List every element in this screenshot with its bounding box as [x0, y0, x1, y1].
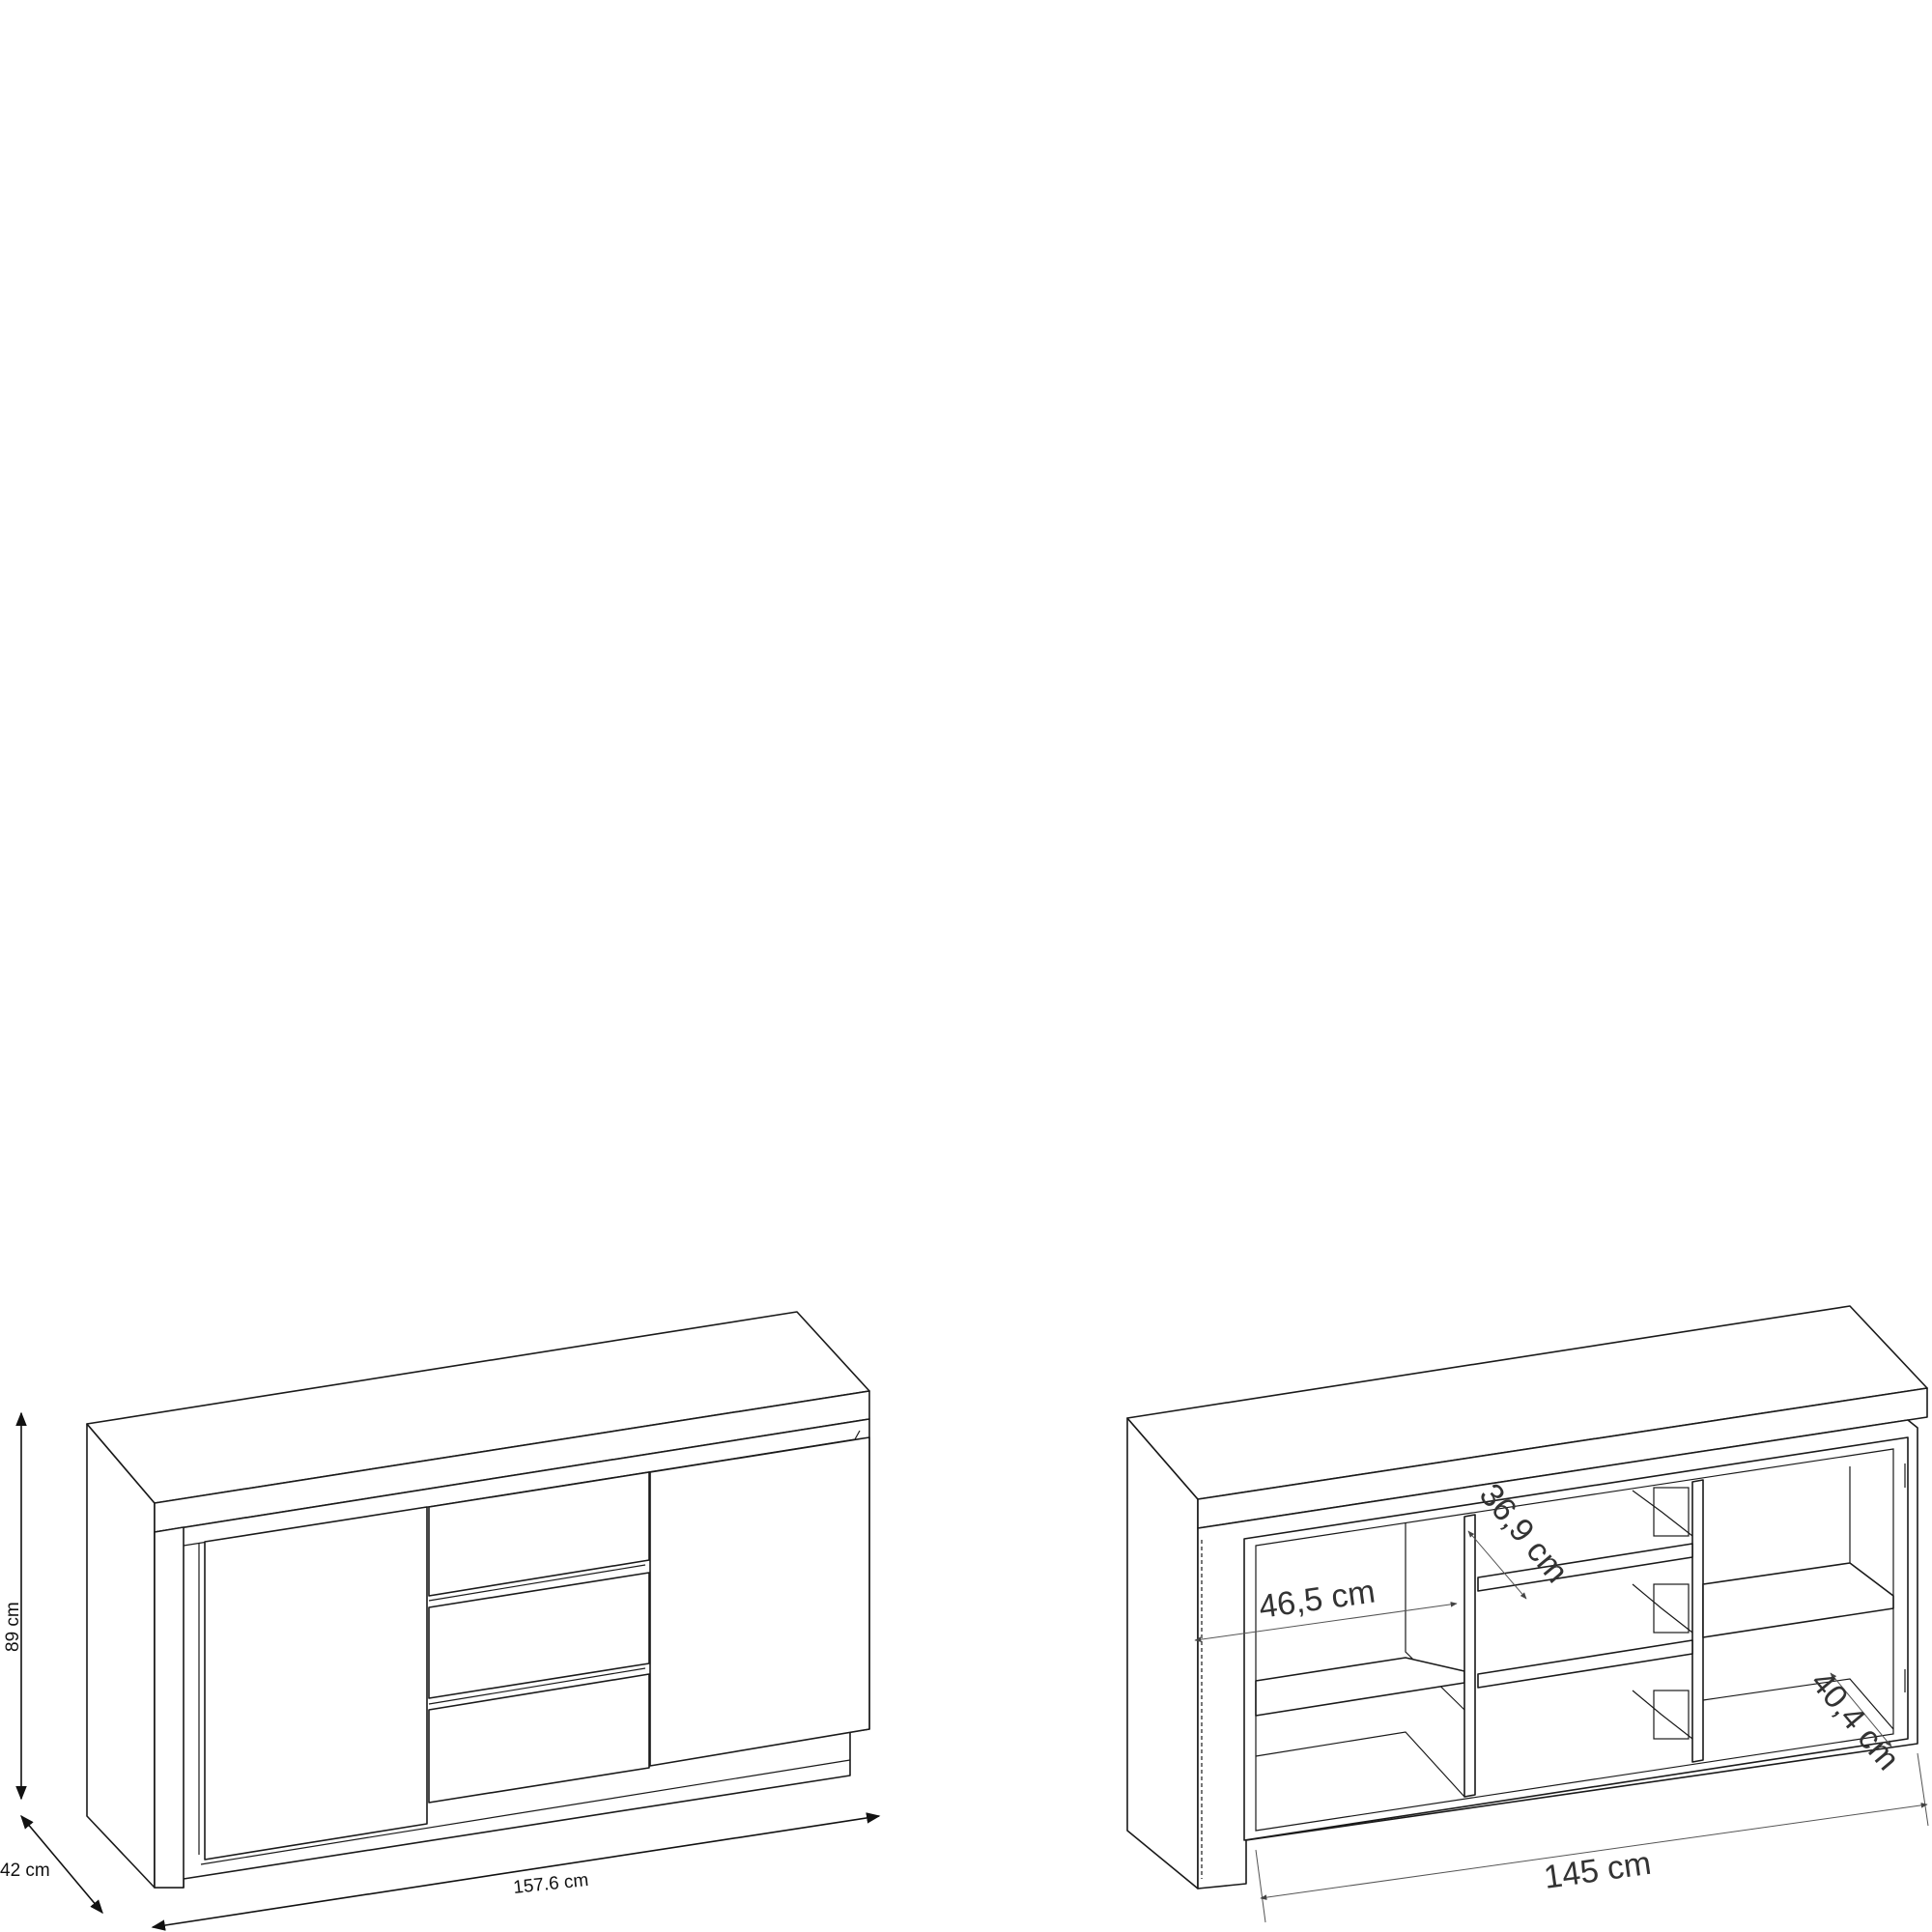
left-side-panel	[86, 1423, 156, 1889]
extension-line	[1255, 1849, 1266, 1923]
drawer-depth-arrow	[1467, 1530, 1527, 1600]
compartment-width-arrow	[1194, 1602, 1458, 1642]
drawer-2	[428, 1572, 650, 1699]
left-side-panel	[1126, 1417, 1199, 1889]
height-dimension: 89 cm	[3, 1411, 27, 1801]
drawer-frame-2	[1477, 1639, 1693, 1689]
middle-divider-right	[1691, 1479, 1704, 1763]
closed-sideboard	[86, 1311, 870, 1889]
drawer-gap-line	[428, 1667, 646, 1705]
drawer-3	[428, 1673, 650, 1804]
right-door	[649, 1436, 870, 1767]
left-door	[204, 1506, 428, 1861]
runner-bracket	[1653, 1690, 1690, 1740]
left-compartment-side	[1405, 1522, 1465, 1711]
depth-label: 42 cm	[0, 1861, 50, 1881]
extension-line	[1917, 1752, 1929, 1827]
inner-width-label: 145 cm	[1542, 1845, 1654, 1896]
right-shelf	[1702, 1562, 1894, 1638]
drawer-runners	[1632, 1690, 1693, 1740]
open-sideboard	[1126, 1305, 1928, 1889]
left-compartment-floor	[1255, 1731, 1465, 1798]
inner-carcass	[1243, 1436, 1909, 1841]
drawer-gap-line	[428, 1564, 646, 1602]
drawer-runners	[1632, 1583, 1693, 1634]
left-pillar	[154, 1526, 185, 1889]
depth-arrow	[20, 1814, 103, 1915]
runner-bracket	[1653, 1583, 1690, 1634]
drawer-1	[428, 1471, 650, 1597]
drawer-runners	[1632, 1490, 1693, 1537]
depth-dimension: 42 cm	[0, 1814, 103, 1915]
back-panel	[1255, 1448, 1894, 1832]
height-label: 89 cm	[3, 1602, 23, 1652]
inner-width-arrow	[1260, 1803, 1928, 1900]
middle-divider-left	[1463, 1514, 1476, 1798]
width-arrow	[151, 1812, 881, 1931]
width-label: 157.6 cm	[512, 1870, 589, 1898]
top-front-edge	[1197, 1387, 1928, 1529]
runner-bracket	[1653, 1487, 1690, 1537]
shelf-depth-arrow	[1830, 1672, 1892, 1747]
